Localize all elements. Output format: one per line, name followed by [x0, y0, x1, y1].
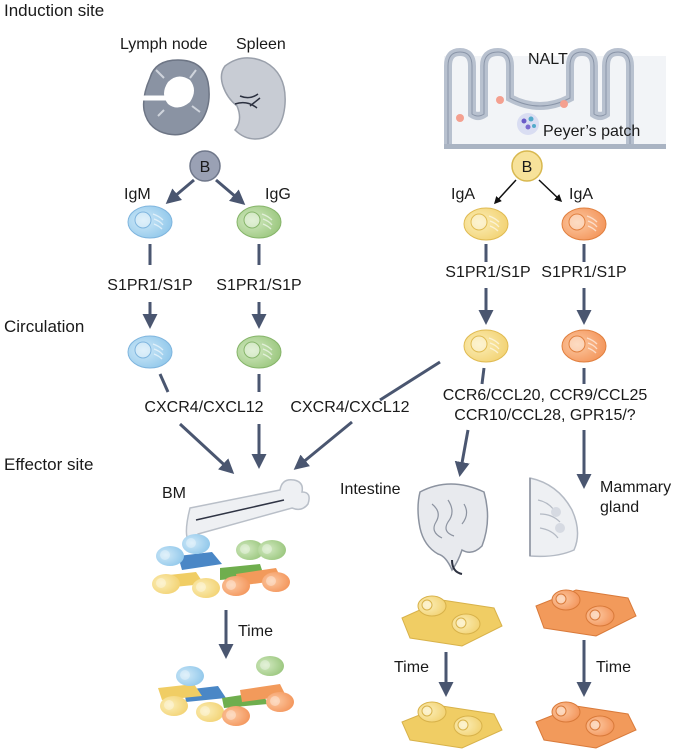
cxcr4-label-mid: CXCR4/CXCL12	[290, 399, 409, 416]
section-induction: Induction site	[4, 1, 104, 20]
s1pr1-label-3: S1PR1/S1P	[445, 264, 530, 281]
intestine-time-label: Time	[394, 659, 429, 676]
arrow-b-to-iga-2	[538, 179, 563, 203]
s1pr1-label-4: S1PR1/S1P	[541, 264, 626, 281]
mammary-icon	[529, 477, 579, 558]
iga-label-2: IgA	[569, 186, 593, 203]
iga-orange-circulating-cell	[561, 329, 607, 363]
bm-label: BM	[162, 485, 186, 502]
arrow-iga-to-bm-lower	[293, 420, 353, 470]
iga-yellow-circulating-cell	[463, 329, 509, 363]
spleen-label: Spleen	[236, 36, 286, 53]
mammary-label-2: gland	[600, 499, 639, 516]
igg-circulating-cell	[236, 335, 282, 369]
section-circulation: Circulation	[4, 317, 84, 336]
b-cell-left: B	[189, 150, 221, 182]
arrow-igm-to-bm	[178, 422, 235, 475]
s1pr1-label-2: S1PR1/S1P	[216, 277, 301, 294]
ccr-label-line2: CCR10/CCL28, GPR15/?	[454, 407, 636, 424]
ccr-label-line1: CCR6/CCL20, CCR9/CCL25	[443, 387, 648, 404]
arrow-iga1-ccr-top	[480, 367, 486, 385]
peyers-patch-label: Peyer’s patch	[543, 123, 640, 140]
iga-orange-plasmablast	[561, 207, 607, 241]
arrow-iga-to-bm-upper	[379, 360, 441, 402]
lymph-node-label: Lymph node	[120, 36, 208, 53]
mammary-cell-cluster-later	[535, 701, 637, 749]
bm-cell-cluster	[152, 534, 290, 598]
iga-label-1: IgA	[451, 186, 475, 203]
igm-plasmablast	[127, 205, 173, 239]
bm-cell-cluster-later	[158, 656, 294, 726]
arrow-b-to-iga-1	[493, 179, 517, 205]
arrow-b-to-igg	[215, 178, 246, 205]
igm-label: IgM	[124, 186, 151, 203]
b-cell-right: B	[511, 150, 543, 182]
section-effector: Effector site	[4, 455, 93, 474]
s1pr1-label-1: S1PR1/S1P	[107, 277, 192, 294]
bone-icon	[185, 478, 310, 542]
intestine-cell-cluster	[401, 595, 503, 647]
svg-text:B: B	[200, 159, 211, 176]
spleen-icon	[220, 57, 286, 140]
bm-time-label: Time	[238, 623, 273, 640]
cxcr4-label-left: CXCR4/CXCL12	[144, 399, 263, 416]
svg-text:B: B	[522, 159, 533, 176]
mammary-label-1: Mammary	[600, 479, 671, 496]
nalt-label: NALT	[528, 51, 568, 68]
igg-plasmablast	[236, 205, 282, 239]
igg-label: IgG	[265, 186, 291, 203]
intestine-label: Intestine	[340, 481, 401, 498]
intestine-cell-cluster-later	[401, 701, 503, 749]
lymph-node-icon	[140, 59, 210, 136]
arrow-igm-cxcr4-top	[158, 373, 170, 393]
arrow-to-intestine	[454, 429, 470, 477]
mammary-cell-cluster	[535, 589, 637, 637]
intestine-icon	[417, 483, 489, 575]
arrow-b-to-igm	[165, 178, 195, 204]
mammary-time-label: Time	[596, 659, 631, 676]
nalt-tissue-icon	[444, 47, 666, 149]
iga-yellow-plasmablast	[463, 207, 509, 241]
igm-circulating-cell	[127, 335, 173, 369]
